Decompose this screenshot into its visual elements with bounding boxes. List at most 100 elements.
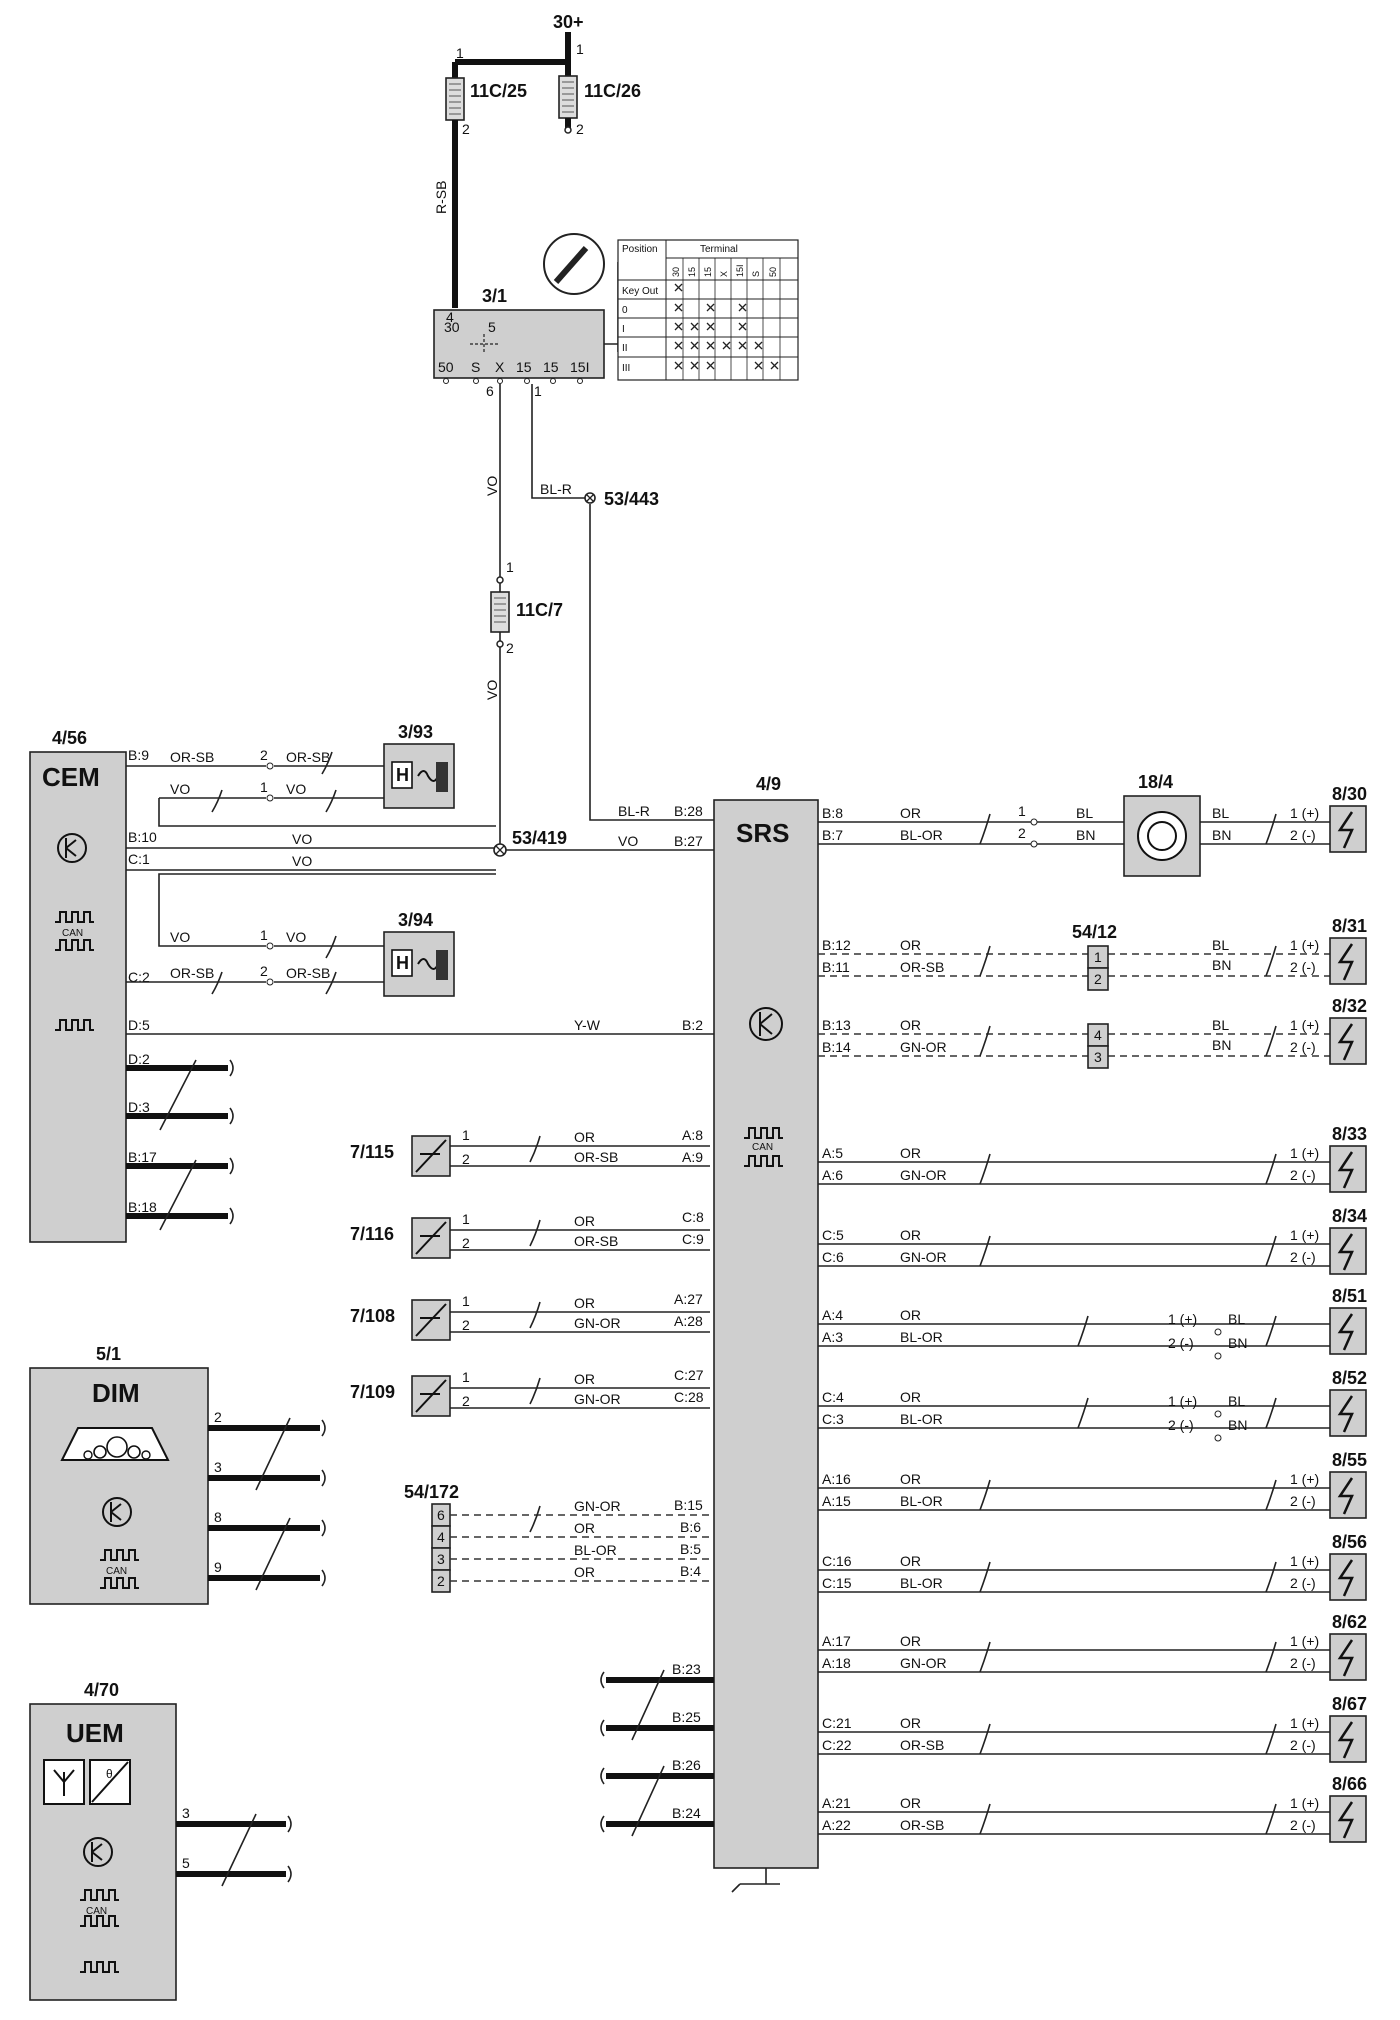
uem-transistor-icon <box>83 1837 113 1867</box>
connector-label-54-12: 54/12 <box>1072 922 1117 942</box>
svg-text:5: 5 <box>182 1855 190 1871</box>
svg-text:A:18: A:18 <box>822 1655 851 1671</box>
srs-box <box>713 799 819 1869</box>
svg-text:II: II <box>622 343 628 354</box>
svg-text:1: 1 <box>534 383 542 399</box>
svg-text:50: 50 <box>438 359 454 375</box>
svg-text:C:2: C:2 <box>128 969 150 985</box>
svg-text:VO: VO <box>618 833 638 849</box>
svg-text:A:21: A:21 <box>822 1795 851 1811</box>
svg-text:X: X <box>719 271 729 277</box>
svg-text:1 (+): 1 (+) <box>1290 1795 1319 1811</box>
svg-text:C:22: C:22 <box>822 1737 852 1753</box>
svg-text:Key Out: Key Out <box>622 286 658 297</box>
svg-text:1 (+): 1 (+) <box>1290 805 1319 821</box>
ignition-switch-box <box>433 309 605 379</box>
supply-label: 30+ <box>553 12 584 32</box>
svg-text:Position: Position <box>622 244 658 255</box>
svg-text:OR: OR <box>574 1295 595 1311</box>
svg-text:OR-SB: OR-SB <box>900 959 944 975</box>
igniter-label: 8/30 <box>1332 784 1367 804</box>
svg-text:GN-OR: GN-OR <box>900 1167 947 1183</box>
svg-text:2: 2 <box>214 1409 222 1425</box>
svg-text:2: 2 <box>576 121 584 137</box>
svg-text:D:3: D:3 <box>128 1099 150 1115</box>
igniter-icon <box>1337 1477 1354 1515</box>
svg-text:B:13: B:13 <box>822 1017 851 1033</box>
svg-text:BL-OR: BL-OR <box>574 1542 617 1558</box>
srs-id: 4/9 <box>756 774 781 794</box>
svg-text:GN-OR: GN-OR <box>900 1655 947 1671</box>
svg-text:2 (-): 2 (-) <box>1290 1249 1316 1265</box>
svg-text:2: 2 <box>462 1235 470 1251</box>
svg-text:1: 1 <box>260 779 268 795</box>
svg-text:15: 15 <box>516 359 532 375</box>
svg-text:X: X <box>495 359 505 375</box>
relay-label-3-94: 3/94 <box>398 910 433 930</box>
svg-text:GN-OR: GN-OR <box>574 1315 621 1331</box>
svg-text:1: 1 <box>462 1127 470 1143</box>
ignition-switch: 3/1 4 30 5 50 S X 15 15 15I 6 1 Position… <box>433 233 799 399</box>
vertical-feeds: VO 11C/7 1 2 VO BL-R 53/443 BL-R B:28 <box>484 384 714 850</box>
svg-text:CAN: CAN <box>62 928 83 939</box>
srs-stubs: B:23 B:25 B:26 B:24 <box>600 1661 714 1837</box>
svg-text:A:5: A:5 <box>822 1145 843 1161</box>
cem-module: 4/56 CEM CAN B:9 B:10 C:1 C:2 D:5 D:2 D:… <box>29 722 714 1243</box>
svg-text:15I: 15I <box>570 359 589 375</box>
cem-name: CEM <box>42 762 100 792</box>
svg-text:2 (-): 2 (-) <box>1290 1493 1316 1509</box>
svg-text:1 (+): 1 (+) <box>1290 1553 1319 1569</box>
svg-text:1 (+): 1 (+) <box>1290 1145 1319 1161</box>
svg-text:6: 6 <box>437 1507 445 1523</box>
dim-can-icon <box>100 1549 139 1561</box>
svg-text:C:6: C:6 <box>822 1249 844 1265</box>
igniter-icon <box>1337 1395 1354 1433</box>
svg-text:8: 8 <box>214 1509 222 1525</box>
svg-text:OR: OR <box>900 937 921 953</box>
svg-text:BL: BL <box>1212 1017 1229 1033</box>
svg-text:BL-OR: BL-OR <box>900 1493 943 1509</box>
svg-text:OR-SB: OR-SB <box>170 965 214 981</box>
sensor-label-7-108: 7/108 <box>350 1306 395 1326</box>
svg-text:B:11: B:11 <box>822 959 850 975</box>
svg-text:OR-SB: OR-SB <box>170 749 214 765</box>
svg-text:OR: OR <box>900 1307 921 1323</box>
svg-text:BN: BN <box>1228 1417 1247 1433</box>
svg-text:0: 0 <box>622 305 628 316</box>
svg-text:1: 1 <box>462 1293 470 1309</box>
svg-text:C:27: C:27 <box>674 1367 704 1383</box>
fuse-label-11c-25: 11C/25 <box>470 81 527 101</box>
svg-text:B:18: B:18 <box>128 1199 157 1215</box>
svg-text:BN: BN <box>1212 827 1231 843</box>
svg-text:B:9: B:9 <box>128 747 149 763</box>
igniter-label: 8/33 <box>1332 1124 1367 1144</box>
svg-text:R-SB: R-SB <box>433 181 449 214</box>
svg-text:OR: OR <box>900 1389 921 1405</box>
igniter-icon <box>1337 1721 1354 1759</box>
svg-text:Terminal: Terminal <box>700 244 738 255</box>
svg-text:2 (-): 2 (-) <box>1290 1039 1316 1055</box>
svg-text:3: 3 <box>214 1459 222 1475</box>
svg-text:1 (+): 1 (+) <box>1168 1393 1197 1409</box>
cem-box <box>29 751 127 1243</box>
svg-text:1 (+): 1 (+) <box>1290 1471 1319 1487</box>
svg-text:4: 4 <box>437 1529 445 1545</box>
svg-text:2 (-): 2 (-) <box>1290 1655 1316 1671</box>
svg-text:B:26: B:26 <box>672 1757 701 1773</box>
svg-text:C:3: C:3 <box>822 1411 844 1427</box>
svg-text:5: 5 <box>488 319 496 335</box>
svg-text:VO: VO <box>484 680 500 700</box>
svg-text:VO: VO <box>286 929 306 945</box>
uem-name: UEM <box>66 1718 124 1748</box>
svg-text:CAN: CAN <box>106 1566 127 1577</box>
srs-can-icon <box>744 1127 783 1139</box>
svg-text:BL: BL <box>1212 937 1229 953</box>
svg-text:BL-OR: BL-OR <box>900 827 943 843</box>
svg-text:BL: BL <box>1212 805 1229 821</box>
svg-text:CAN: CAN <box>86 1906 107 1917</box>
svg-text:1: 1 <box>1018 803 1026 819</box>
inline-labels: 1 (+) 2 (-) BL BN 1 (+) 2 (-) BL BN <box>1168 1311 1247 1442</box>
